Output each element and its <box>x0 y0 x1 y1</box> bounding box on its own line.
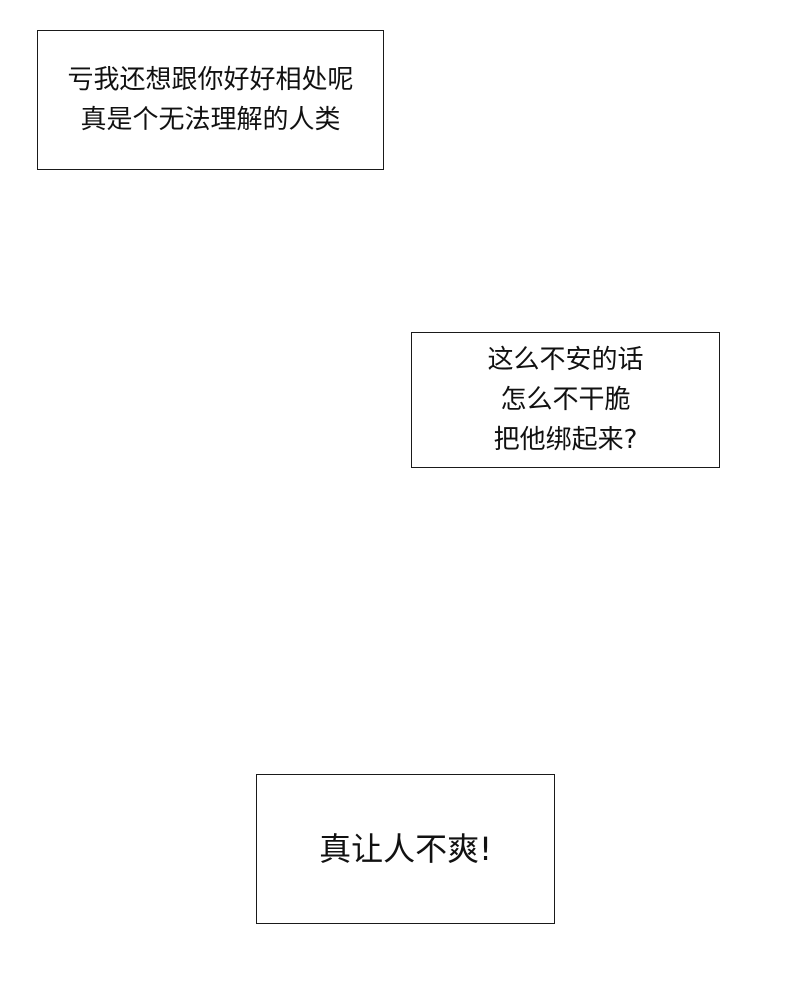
caption-line: 这么不安的话 <box>487 345 644 375</box>
caption-box-middle-right: 这么不安的话 怎么不干脆 把他绑起来? <box>411 332 720 468</box>
caption-box-bottom-center: 真让人不爽! <box>256 774 555 924</box>
caption-line: 真是个无法理解的人类 <box>80 105 341 135</box>
caption-line: 把他绑起来? <box>493 425 638 455</box>
caption-line: 怎么不干脆 <box>500 385 631 415</box>
caption-box-top-left: 亏我还想跟你好好相处呢 真是个无法理解的人类 <box>37 30 384 170</box>
caption-line: 亏我还想跟你好好相处呢 <box>67 65 354 95</box>
caption-line: 真让人不爽! <box>319 830 492 868</box>
